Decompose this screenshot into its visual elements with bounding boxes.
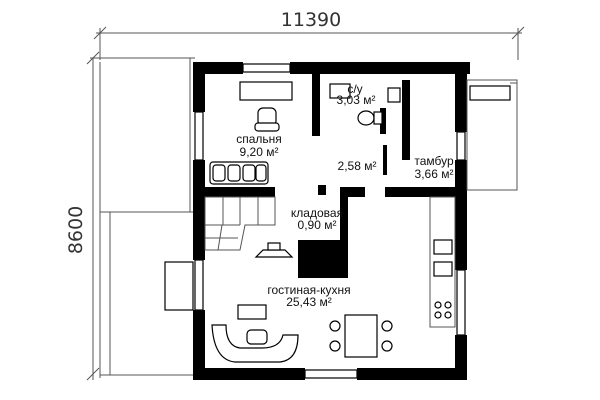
room-area-hall: 2,58 м² <box>338 159 377 173</box>
wc-fixtures <box>329 83 401 126</box>
room-labels: спальня 9,20 м² с/у 3,03 м² 2,58 м² тамб… <box>236 82 454 309</box>
dimension-lines <box>86 26 525 381</box>
room-name-bedroom: спальня <box>236 132 282 146</box>
room-area-wc: 3,03 м² <box>337 93 376 107</box>
porch <box>109 79 518 375</box>
interior-walls <box>193 74 465 278</box>
room-area-pantry: 0,90 м² <box>298 218 337 232</box>
exterior-walls <box>193 62 470 380</box>
room-name-vestibule: тамбур <box>414 154 454 168</box>
width-dimension-label: 11390 <box>281 9 341 31</box>
room-area-living: 25,43 м² <box>286 295 332 309</box>
height-dimension-label: 8600 <box>65 206 87 254</box>
living-furniture <box>211 304 393 363</box>
kitchen-counter <box>429 196 456 328</box>
hood-fixture <box>254 242 294 258</box>
windows <box>194 63 466 379</box>
room-name-pantry: кладовая <box>291 206 343 220</box>
bedroom-furniture <box>209 81 293 185</box>
room-area-vestibule: 3,66 м² <box>415 167 454 181</box>
room-name-living: гостиная-кухня <box>267 283 350 297</box>
staircase <box>204 196 276 251</box>
room-name-wc: с/у <box>347 82 362 96</box>
room-area-bedroom: 9,20 м² <box>240 145 279 159</box>
